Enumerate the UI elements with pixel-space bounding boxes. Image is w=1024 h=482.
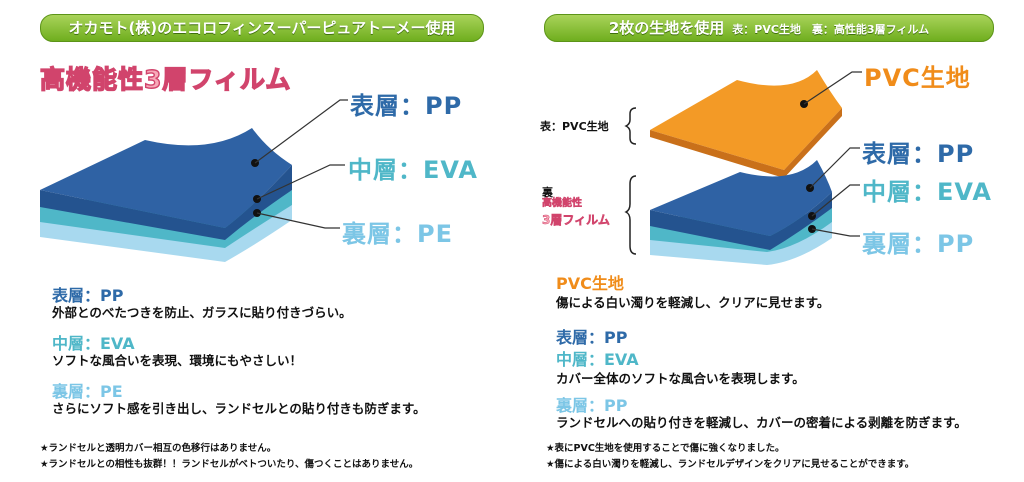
pp-layer-top — [40, 128, 292, 228]
desc-heading-top: 表層：PP — [52, 286, 124, 305]
label-pvc: PVC生地 — [864, 64, 971, 92]
pvc-sheet-top — [650, 70, 842, 170]
desc-pvc-heading: PVC生地 — [556, 274, 624, 293]
right-pp-top — [650, 160, 832, 236]
right-banner-main: 2枚の生地を使用 — [608, 19, 725, 37]
desc-right-bottom-text: ランドセルへの貼り付きを軽減し、カバーの密着による剥離を防ぎます。 — [556, 415, 967, 430]
label-mid-layer: 中層：EVA — [348, 156, 478, 184]
note-2: ★ランドセルとの相性も抜群！！ランドセルがベトついたり、傷つくことはありません。 — [40, 459, 419, 470]
desc-heading-mid: 中層：EVA — [52, 334, 135, 353]
label-right-top: 表層：PP — [862, 140, 975, 168]
note-1: ★ランドセルと透明カバー相互の色移行はありません。 — [40, 443, 277, 454]
right-banner-sub: 表：PVC生地 裏：高性能3層フィルム — [732, 23, 930, 36]
right-layer-diagram — [624, 70, 862, 265]
label-bottom-layer: 裏層：PE — [342, 220, 453, 248]
desc-right-pp-heading: 表層：PP — [556, 328, 628, 347]
left-panel: オカモト(株)のエコロフィンスーパーピュアトーメー使用 高機能性3層フィルム 表… — [39, 14, 484, 470]
side-label-bottom-1: 裏 — [542, 186, 553, 199]
label-right-mid: 中層：EVA — [862, 178, 992, 206]
desc-text-top: 外部とのべたつきを防止、ガラスに貼り付きづらい。 — [52, 305, 352, 320]
left-banner: オカモト(株)のエコロフィンスーパーピュアトーメー使用 — [40, 14, 484, 42]
pp-layer-edge — [40, 165, 292, 240]
film-title: 高機能性3層フィルム — [39, 64, 292, 94]
desc-right-eva-heading: 中層：EVA — [556, 350, 639, 369]
left-layer-diagram — [40, 99, 348, 262]
right-panel: 2枚の生地を使用表：PVC生地 裏：高性能3層フィルム 表：PVC生地 裏 高機… — [512, 0, 1024, 482]
right-pp-edge — [650, 192, 832, 250]
desc-text-bottom: さらにソフト感を引き出し、ランドセルとの貼り付きも防ぎます。 — [52, 401, 426, 416]
pvc-sheet-edge — [650, 108, 842, 178]
side-label-top: 表：PVC生地 — [540, 120, 609, 133]
desc-right-bottom-heading: 裏層：PP — [556, 396, 628, 415]
side-label-bottom-2: 高機能性 — [542, 198, 583, 210]
label-top-layer: 表層：PP — [350, 92, 463, 120]
label-right-bottom: 裏層：PP — [862, 230, 975, 258]
desc-heading-bottom: 裏層：PE — [52, 382, 123, 401]
desc-pvc-text: 傷による白い濁りを軽減し、クリアに見せます。 — [556, 295, 830, 310]
right-note-1: ★表にPVC生地を使用することで傷に強くなりました。 — [546, 443, 785, 454]
desc-text-mid: ソフトな風合いを表現、環境にもやさしい！ — [52, 353, 303, 368]
side-label-bottom-3: 3層フィルム — [542, 213, 610, 227]
right-banner: 2枚の生地を使用表：PVC生地 裏：高性能3層フィルム — [544, 14, 994, 42]
right-note-2: ★傷による白い濁りを軽減し、ランドセルデザインをクリアに見せることができます。 — [546, 459, 915, 470]
desc-right-eva-text: カバー全体のソフトな風合いを表現します。 — [556, 371, 805, 386]
